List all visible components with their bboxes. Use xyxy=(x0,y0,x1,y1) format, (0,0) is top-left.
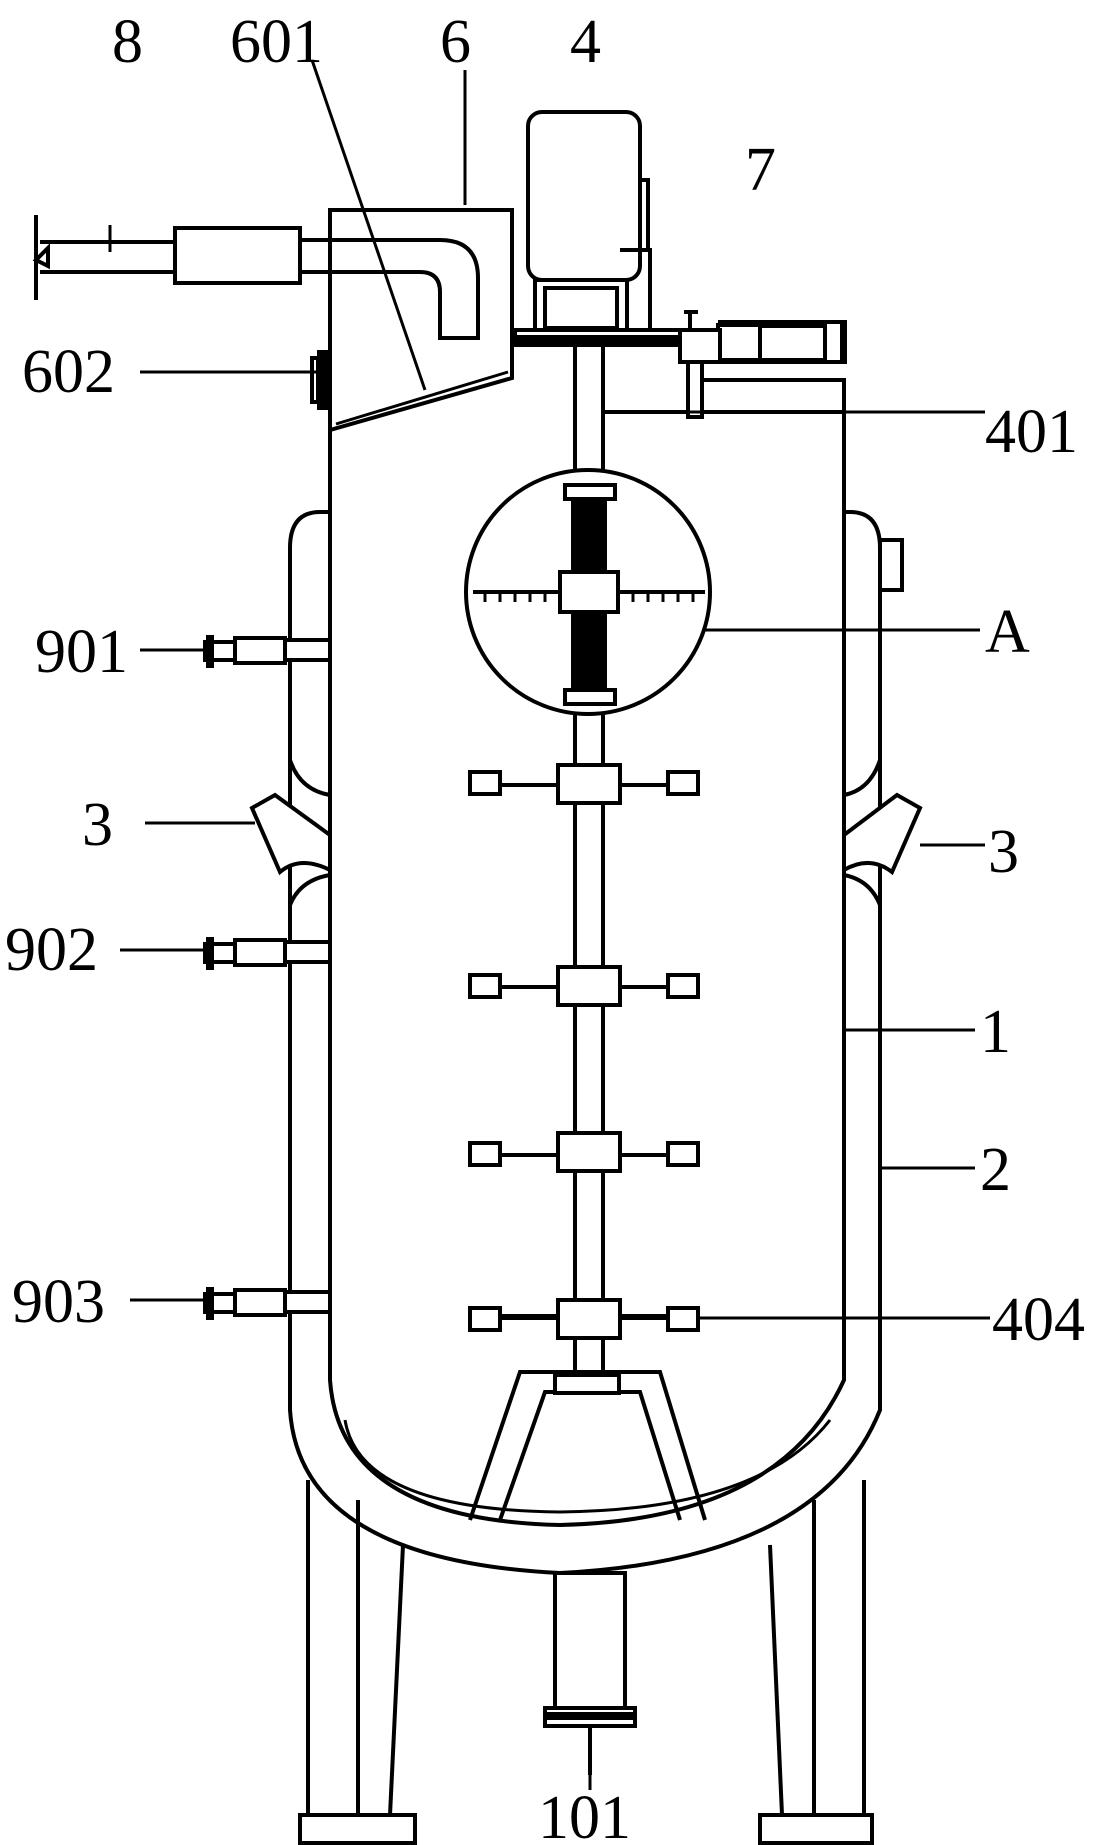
blade-set-4 xyxy=(468,1298,700,1340)
valve-903 xyxy=(203,1287,332,1320)
label-6: 6 xyxy=(440,8,471,76)
label-401: 401 xyxy=(985,398,1078,466)
label-602: 602 xyxy=(22,338,115,406)
label-101: 101 xyxy=(538,1784,631,1845)
blade-set-1 xyxy=(468,763,700,805)
label-903: 903 xyxy=(12,1268,105,1336)
pump xyxy=(678,310,847,419)
valve-902 xyxy=(203,937,332,970)
blade-set-2 xyxy=(468,965,700,1007)
label-7: 7 xyxy=(745,136,776,204)
label-2: 2 xyxy=(980,1136,1011,1204)
support-lugs xyxy=(249,792,923,876)
support-legs xyxy=(298,1480,874,1845)
label-601: 601 xyxy=(230,8,323,76)
label-3-right: 3 xyxy=(988,818,1019,886)
label-404: 404 xyxy=(992,1286,1085,1354)
feed-hopper xyxy=(310,208,514,433)
detail-circle-a xyxy=(464,468,712,716)
label-3-left: 3 xyxy=(82,791,113,859)
motor xyxy=(513,110,682,347)
label-8: 8 xyxy=(112,8,143,76)
label-1: 1 xyxy=(980,998,1011,1066)
label-4: 4 xyxy=(570,8,601,76)
label-902: 902 xyxy=(5,916,98,984)
label-a: A xyxy=(985,598,1030,666)
leader-lines xyxy=(108,59,990,1790)
discharge-outlet xyxy=(543,1571,637,1775)
side-valves xyxy=(203,635,332,1320)
blade-set-3 xyxy=(468,1131,700,1173)
valve-901 xyxy=(203,635,332,668)
feed-pipe xyxy=(32,215,480,340)
label-901: 901 xyxy=(35,618,128,686)
part-labels: 8 601 6 4 7 602 401 A 901 3 3 902 1 2 90… xyxy=(5,8,1085,1845)
